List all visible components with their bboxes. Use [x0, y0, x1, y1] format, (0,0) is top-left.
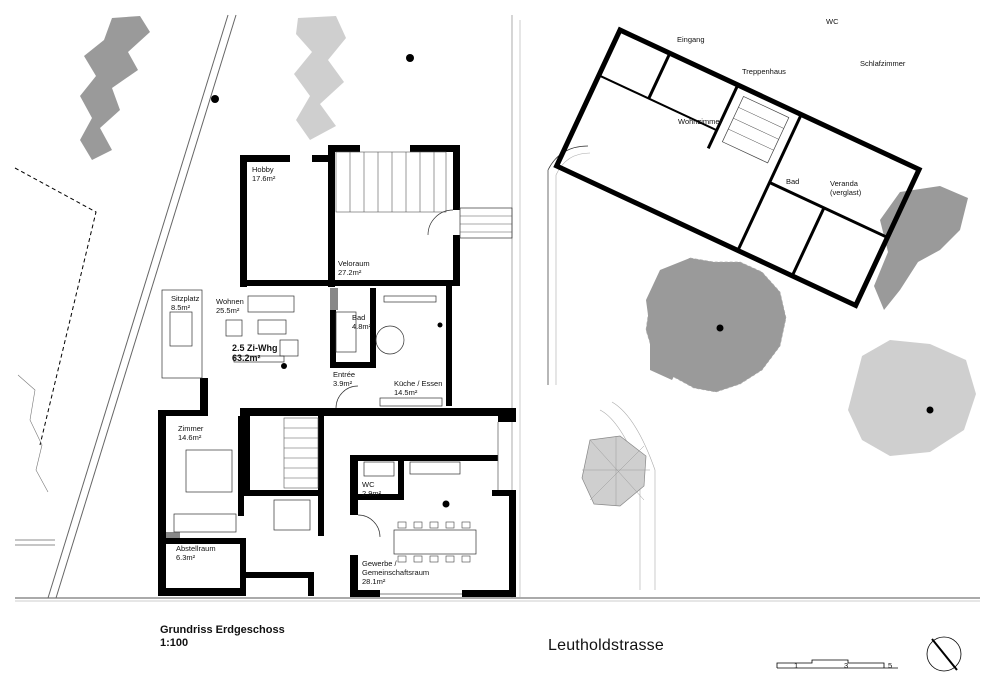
neighbor-label-bad: Bad [786, 177, 799, 186]
tree-trunk-marker [211, 95, 219, 103]
neighbor-label-eingang: Eingang [677, 35, 705, 44]
room-entree-name: Entrée [333, 370, 355, 379]
interior-details [161, 151, 513, 595]
apartment-area: 63.2m² [232, 353, 261, 363]
room-veloraum-name: Veloraum [338, 259, 370, 268]
neighbor-label-veranda: Veranda [830, 179, 859, 188]
scale-bar: 1 3 5 [776, 659, 898, 670]
room-wc-area: 2.9m² [362, 489, 382, 498]
room-veloraum-area: 27.2m² [338, 268, 362, 277]
north-arrow-icon [926, 636, 962, 672]
neighbor-label-treppenhaus: Treppenhaus [742, 67, 786, 76]
tree-trunk-marker [716, 324, 724, 332]
room-kueche-area: 14.5m² [394, 388, 418, 397]
room-zimmer-area: 14.6m² [178, 433, 202, 442]
room-abstellraum-area: 6.3m² [176, 553, 196, 562]
room-bad-area: 4.8m² [352, 322, 372, 331]
tree-trunk-marker [406, 54, 414, 62]
room-sitzplatz-name: Sitzplatz [171, 294, 200, 303]
room-sitzplatz-area: 8.5m² [171, 303, 191, 312]
neighbor-label-wohnzimmer: Wohnzimmer [678, 117, 723, 126]
neighbor-label-schlafzimmer: Schlafzimmer [860, 59, 906, 68]
room-gewerbe-area: 28.1m² [362, 577, 386, 586]
building-walls [158, 145, 516, 597]
room-wohnen-name: Wohnen [216, 297, 244, 306]
scale-tick-3: 3 [844, 661, 848, 670]
room-labels: Hobby 17.6m² Veloraum 27.2m² Sitzplatz 8… [171, 165, 442, 586]
scale-tick-5: 5 [888, 661, 892, 670]
room-wohnen-area: 25.5m² [216, 306, 240, 315]
neighbor-building: Eingang Treppenhaus WC Schlafzimmer Wohn… [553, 17, 923, 309]
room-hobby-area: 17.6m² [252, 174, 276, 183]
room-hobby-name: Hobby [252, 165, 274, 174]
room-zimmer-name: Zimmer [178, 424, 204, 433]
tree-trunk-marker [926, 406, 934, 414]
room-kueche-name: Küche / Essen [394, 379, 442, 388]
trees [80, 16, 976, 507]
room-entree-area: 3.9m² [333, 379, 353, 388]
room-bad-name: Bad [352, 313, 365, 322]
room-wc-name: WC [362, 480, 375, 489]
apartment-name: 2.5 Zi-Whg [232, 343, 278, 353]
street-name: Leutholdstrasse [548, 637, 664, 654]
room-gewerbe-name-2: Gemeinschaftsraum [362, 568, 429, 577]
neighbor-label-veranda-note: (verglast) [830, 188, 862, 197]
plan-title: Grundriss Erdgeschoss 1:100 [160, 624, 285, 650]
neighbor-label-wc: WC [826, 17, 839, 26]
room-gewerbe-name: Gewerbe / [362, 559, 398, 568]
plan-scale: 1:100 [160, 637, 189, 649]
room-abstellraum-name: Abstellraum [176, 544, 216, 553]
scale-tick-1: 1 [794, 661, 798, 670]
plan-title-line: Grundriss Erdgeschoss [160, 624, 285, 636]
room-center-markers [281, 322, 450, 508]
